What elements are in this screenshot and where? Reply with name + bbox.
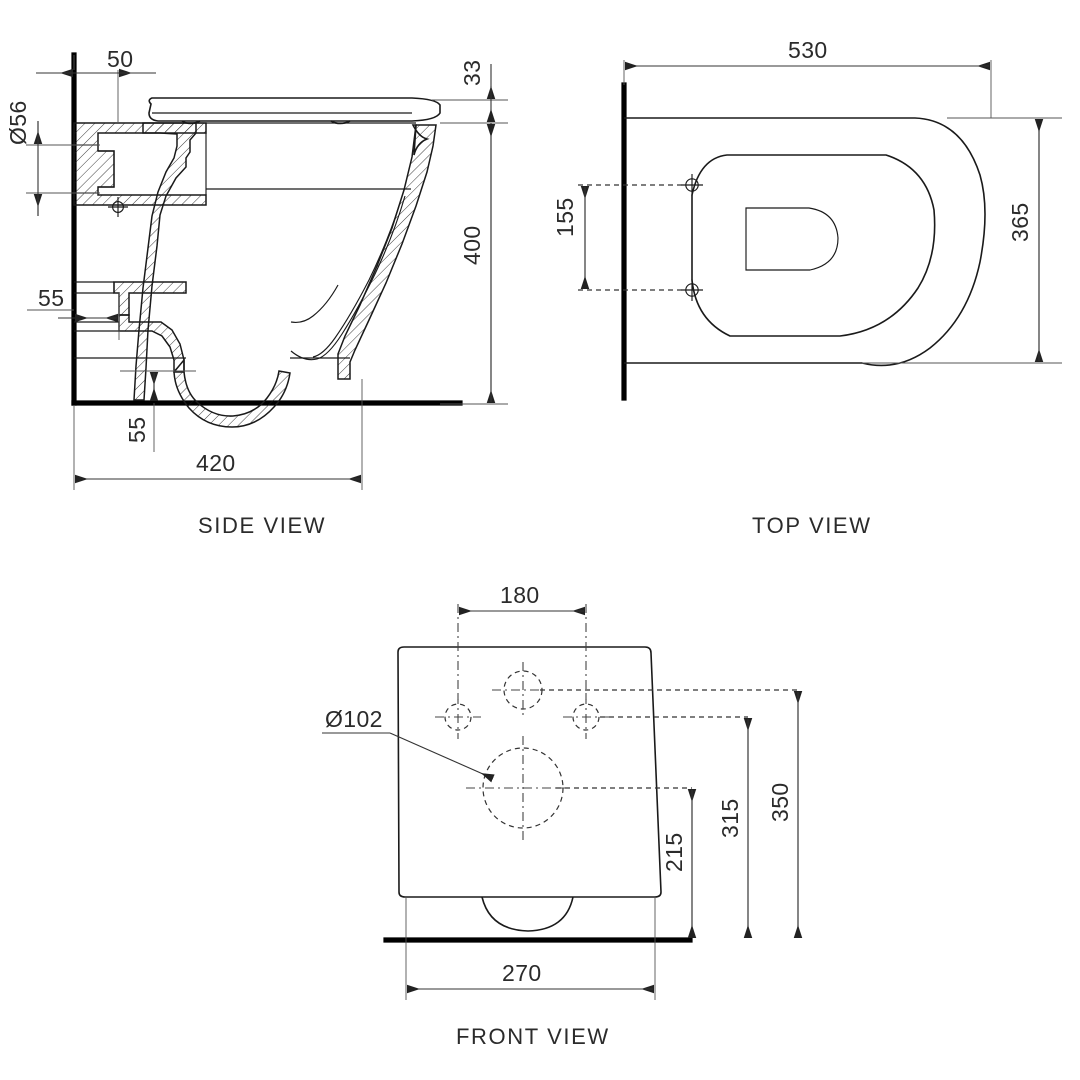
dimension-350-label: 350 [767,782,793,822]
dimension-155: 155 [552,185,590,290]
dimension-315-label: 315 [717,798,743,838]
dimension-315: 315 [717,717,753,939]
front-view-bowl-bulge [481,896,574,932]
bowl-inner-contour-2 [312,205,400,358]
dimension-365-label: 365 [1007,202,1033,242]
top-view-seat-aperture [745,207,839,271]
dimension-530-label: 530 [788,37,828,63]
side-view-group: 50 Ø56 33 [5,46,508,538]
dimension-d56: Ø56 [5,100,100,216]
dimension-55-horizontal: 55 [27,285,120,340]
dimension-215-label: 215 [661,832,687,872]
bowl-inner-contour-3 [290,284,339,323]
dimension-55-vertical: 55 [120,370,196,452]
front-view-group: 180 Ø102 215 315 [322,582,803,1049]
top-view-fixing-hole-upper [681,174,703,196]
dimension-400-label: 400 [459,225,485,265]
front-view-label: FRONT VIEW [456,1024,610,1049]
top-view-label: TOP VIEW [752,513,872,538]
trap-lower-hatched [118,314,185,373]
dimension-33-label: 33 [459,60,485,86]
dimension-50-label: 50 [107,46,133,72]
dimension-420: 420 [73,379,363,490]
dimension-270: 270 [405,897,656,1000]
siphon-bowl-hatched [173,357,291,428]
dimension-55-horizontal-label: 55 [38,285,64,311]
dimension-d102: Ø102 [322,706,495,783]
dimension-530: 530 [623,37,992,118]
top-view-pan-outline [624,117,986,367]
dimension-55-vertical-label: 55 [124,417,150,443]
top-view-group: 530 155 365 TOP VIEW [552,37,1062,538]
dimension-d56-label: Ø56 [5,100,31,145]
dimension-155-label: 155 [552,197,578,237]
top-view-fixing-hole-lower [681,279,703,301]
dimension-215: 215 [661,788,697,939]
dimension-d102-label: Ø102 [325,706,383,732]
dimension-420-label: 420 [196,450,236,476]
outlet-port-inner [98,150,115,188]
dimension-180-label: 180 [500,582,540,608]
dimension-180: 180 [458,582,586,616]
front-view-fixing-hole-left [435,695,481,739]
bowl-left-wall-hatched [133,122,197,401]
dimension-400: 400 [440,123,508,405]
rim-right-notch [411,124,430,156]
side-view-toilet-section [73,97,441,428]
dimension-365: 365 [862,117,1062,364]
dimension-33: 33 [432,60,508,124]
top-view-seat-outline [691,154,936,337]
toilet-seat-profile [148,97,441,122]
side-view-fixing-crosshair [108,197,128,217]
dimension-350: 350 [767,690,803,939]
dimension-270-label: 270 [502,960,542,986]
bowl-right-wall-hatched [337,124,437,380]
bowl-inner-contour [290,195,406,361]
side-view-label: SIDE VIEW [198,513,326,538]
front-view-pan-outline [397,646,662,898]
dimension-50: 50 [36,46,156,122]
